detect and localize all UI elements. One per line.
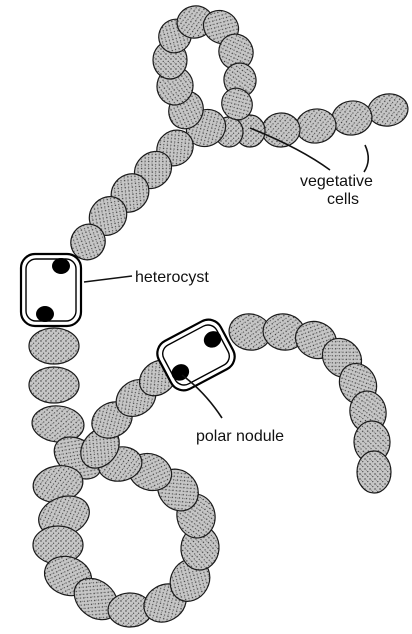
polar-nodule-label: polar nodule: [196, 428, 284, 445]
heterocyst-pointer-line: [84, 276, 132, 282]
heterocyst-label: heterocyst: [135, 269, 209, 286]
vegetative-cell: [330, 98, 374, 137]
vegetative-cells-label-line2: cells: [327, 191, 359, 208]
polar-nodule: [52, 258, 70, 274]
vegetative-pointer-line-2: [364, 145, 368, 172]
vegetative-cell: [366, 91, 410, 128]
vegetative-cell: [294, 106, 338, 145]
vegetative-cell: [261, 111, 302, 148]
vegetative-cell: [357, 451, 391, 493]
vegetative-cells-label-line1: vegetative: [300, 173, 373, 190]
polar-nodule: [36, 306, 54, 322]
label-pointers: [84, 128, 368, 418]
heterocyst-cell: [21, 254, 81, 326]
vegetative-cell-filament: [29, 3, 410, 629]
vegetative-cell: [29, 367, 79, 403]
vegetative-cell: [29, 328, 79, 364]
